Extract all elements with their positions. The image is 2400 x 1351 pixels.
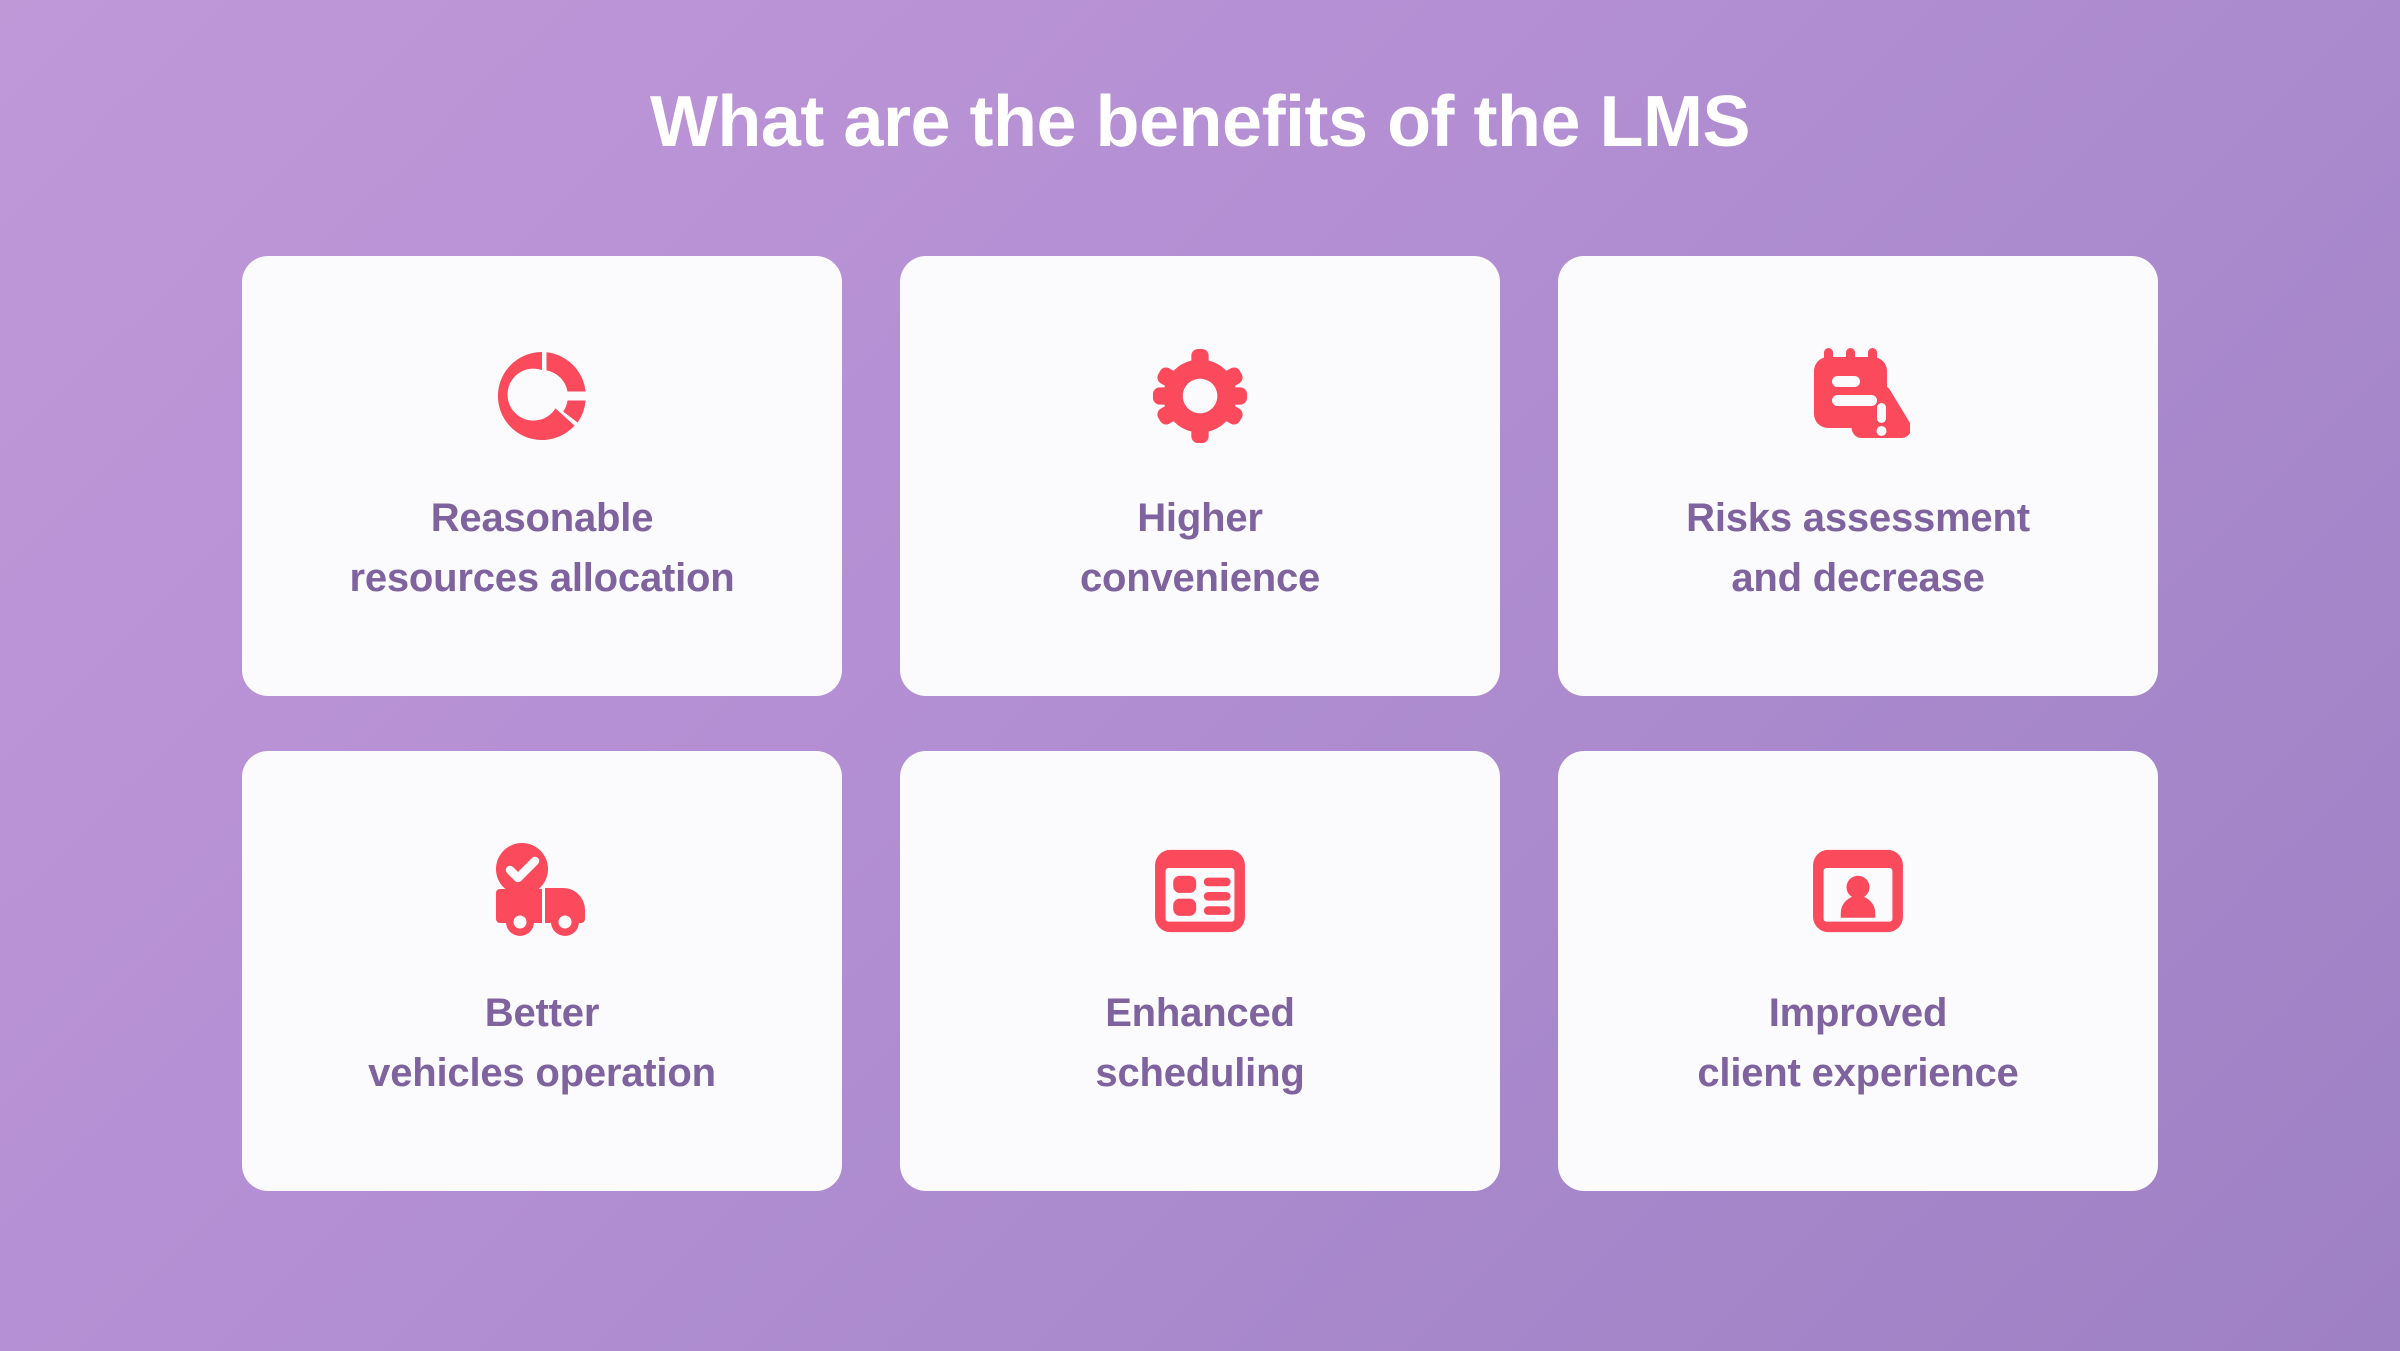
benefits-card-grid: Reasonable resources allocation — [242, 255, 2158, 1191]
benefit-card-risks-assessment[interactable]: Risks assessment and decrease — [1558, 255, 2158, 696]
benefit-card-label: Reasonable resources allocation — [349, 495, 735, 600]
delivery-truck-check-icon — [490, 839, 594, 943]
risk-notepad-warning-icon — [1806, 344, 1910, 448]
benefit-card-label: Enhanced scheduling — [1095, 990, 1305, 1095]
benefit-card-label: Better vehicles operation — [368, 990, 716, 1095]
benefit-card-label: Risks assessment and decrease — [1686, 495, 2030, 600]
page-title: What are the benefits of the LMS — [649, 82, 1751, 162]
benefit-card-label: Higher convenience — [1079, 495, 1321, 600]
gear-icon — [1148, 344, 1252, 448]
benefit-card-enhanced-scheduling[interactable]: Enhanced scheduling — [900, 750, 1500, 1191]
benefit-card-client-experience[interactable]: Improved client experience — [1558, 750, 2158, 1191]
donut-chart-icon — [490, 344, 594, 448]
benefit-card-higher-convenience[interactable]: Higher convenience — [900, 255, 1500, 696]
id-card-person-icon — [1806, 839, 1910, 943]
schedule-list-icon — [1148, 839, 1252, 943]
benefit-card-resources-allocation[interactable]: Reasonable resources allocation — [242, 255, 842, 696]
benefit-card-vehicles-operation[interactable]: Better vehicles operation — [242, 750, 842, 1191]
benefit-card-label: Improved client experience — [1697, 990, 2019, 1095]
